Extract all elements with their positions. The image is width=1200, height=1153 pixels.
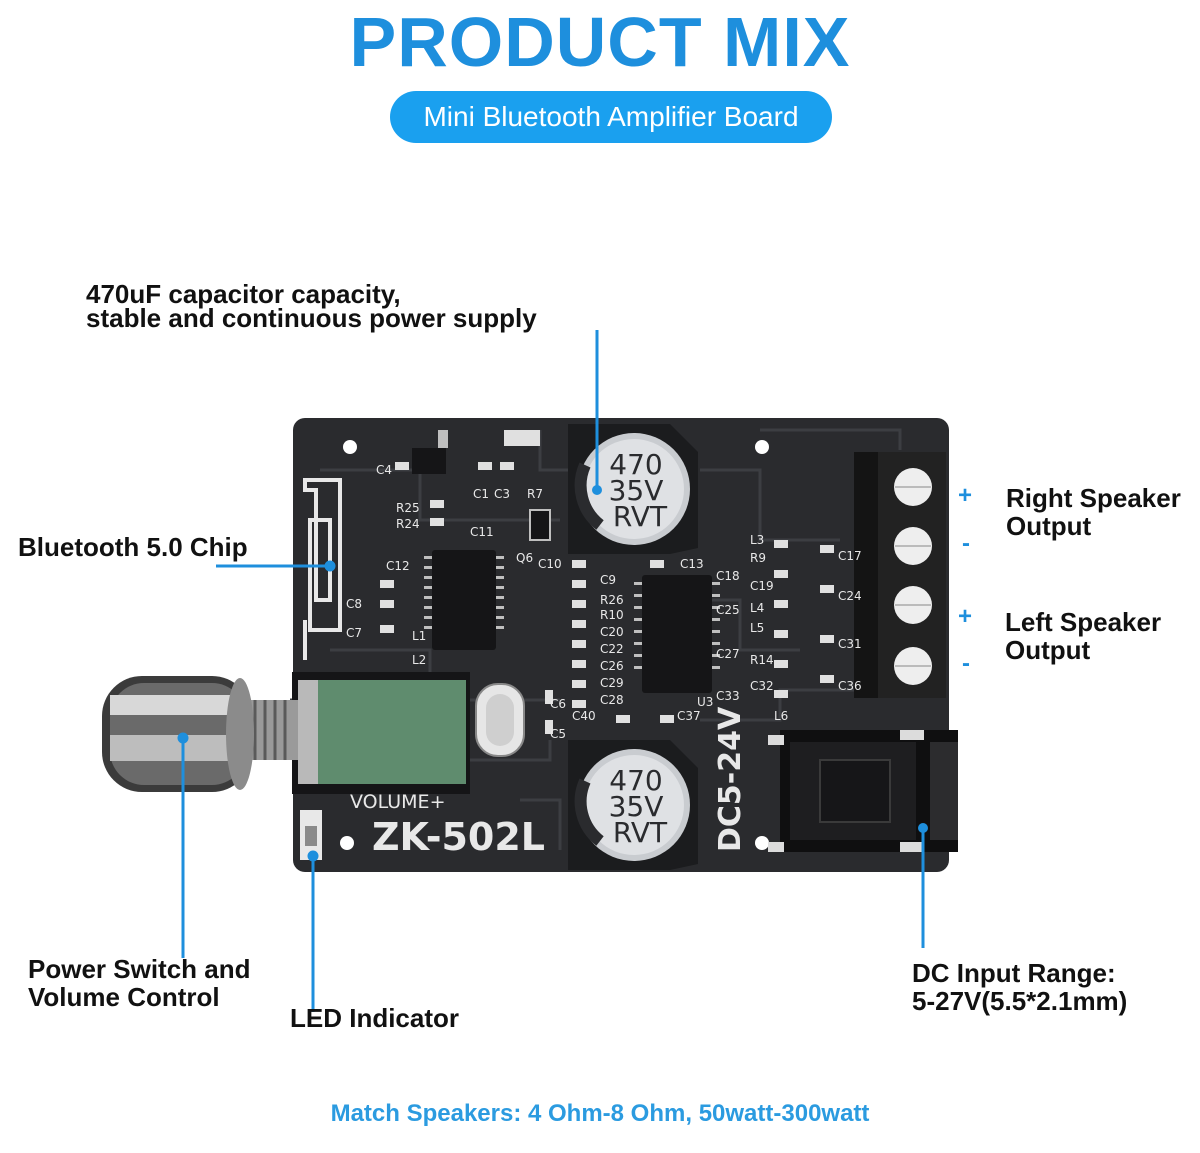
component-labels: C4 C1 C3 R7 R25 R24 C11 Q6 C10 C12 C8 C7… <box>346 463 862 741</box>
cap-bot-line3: RVT <box>613 816 668 849</box>
amplifier-chip <box>642 575 712 693</box>
svg-text:C32: C32 <box>750 679 774 693</box>
svg-text:R26: R26 <box>600 593 624 607</box>
callout-dc-input: DC Input Range: 5-27V(5.5*2.1mm) <box>912 958 1128 1016</box>
cap-bot-line2: 35V <box>609 790 664 823</box>
silkscreen-voltage: DC5-24V <box>713 706 748 852</box>
svg-text:C36: C36 <box>838 679 862 693</box>
potentiometer-body <box>318 680 466 784</box>
svg-text:C27: C27 <box>716 647 740 661</box>
svg-text:R25: R25 <box>396 501 420 515</box>
silkscreen-model: ZK-502L <box>372 815 545 859</box>
volume-knob <box>102 676 254 792</box>
svg-text:C40: C40 <box>572 709 596 723</box>
callout-left-speaker: Left Speaker Output <box>1005 607 1162 665</box>
svg-text:L2: L2 <box>412 653 426 667</box>
right-plus-sign: + <box>958 482 973 509</box>
svg-text:R7: R7 <box>527 487 543 501</box>
svg-text:C19: C19 <box>750 579 774 593</box>
dc-jack <box>768 730 958 852</box>
svg-text:C6: C6 <box>550 697 566 711</box>
left-plus-sign: + <box>958 603 973 630</box>
capacitor-top <box>568 424 698 554</box>
svg-text:R14: R14 <box>750 653 774 667</box>
callout-right-speaker: Right Speaker Output <box>1006 483 1181 541</box>
callout-capacitor: 470uF capacitor capacity, stable and con… <box>86 279 537 333</box>
cap-top-line2: 35V <box>609 474 664 507</box>
svg-text:C24: C24 <box>838 589 862 603</box>
svg-text:C8: C8 <box>346 597 362 611</box>
svg-text:C1: C1 <box>473 487 489 501</box>
svg-text:C3: C3 <box>494 487 510 501</box>
svg-text:C18: C18 <box>716 569 740 583</box>
svg-text:C20: C20 <box>600 625 624 639</box>
left-minus-sign: - <box>962 650 970 677</box>
svg-text:C25: C25 <box>716 603 740 617</box>
svg-text:C5: C5 <box>550 727 566 741</box>
bluetooth-antenna <box>303 478 342 632</box>
svg-text:C7: C7 <box>346 626 362 640</box>
svg-text:R24: R24 <box>396 517 420 531</box>
speaker-terminal-block <box>854 452 946 698</box>
svg-text:R10: R10 <box>600 608 624 622</box>
svg-text:C26: C26 <box>600 659 624 673</box>
callout-bluetooth-chip: Bluetooth 5.0 Chip <box>18 532 248 562</box>
svg-text:C11: C11 <box>470 525 494 539</box>
svg-text:R9: R9 <box>750 551 766 565</box>
callout-power-switch: Power Switch and Volume Control <box>28 954 251 1012</box>
svg-text:C22: C22 <box>600 642 624 656</box>
svg-text:C4: C4 <box>376 463 392 477</box>
svg-text:C10: C10 <box>538 557 562 571</box>
svg-text:U3: U3 <box>697 695 713 709</box>
svg-text:L4: L4 <box>750 601 764 615</box>
svg-text:C13: C13 <box>680 557 704 571</box>
page-title: PRODUCT MIX <box>349 3 851 81</box>
footer-speaker-match: Match Speakers: 4 Ohm-8 Ohm, 50watt-300w… <box>330 1100 870 1127</box>
svg-text:C28: C28 <box>600 693 624 707</box>
svg-text:C9: C9 <box>600 573 616 587</box>
svg-text:C37: C37 <box>677 709 701 723</box>
subtitle-badge: Mini Bluetooth Amplifier Board <box>390 91 832 143</box>
svg-text:L6: L6 <box>774 709 788 723</box>
silkscreen-volume: VOLUME+ <box>350 791 445 813</box>
cap-bot-line1: 470 <box>609 764 662 797</box>
capacitor-bottom <box>568 740 698 870</box>
svg-text:C17: C17 <box>838 549 862 563</box>
right-minus-sign: - <box>962 530 970 557</box>
cap-top-line1: 470 <box>609 448 662 481</box>
svg-text:C31: C31 <box>838 637 862 651</box>
svg-text:C12: C12 <box>386 559 410 573</box>
svg-text:C33: C33 <box>716 689 740 703</box>
svg-text:L5: L5 <box>750 621 764 635</box>
bluetooth-chip <box>432 550 496 650</box>
svg-text:Q6: Q6 <box>516 551 533 565</box>
svg-text:L1: L1 <box>412 629 426 643</box>
svg-text:C29: C29 <box>600 676 624 690</box>
svg-text:L3: L3 <box>750 533 764 547</box>
callout-led-indicator: LED Indicator <box>290 1003 460 1033</box>
cap-top-line3: RVT <box>613 500 668 533</box>
